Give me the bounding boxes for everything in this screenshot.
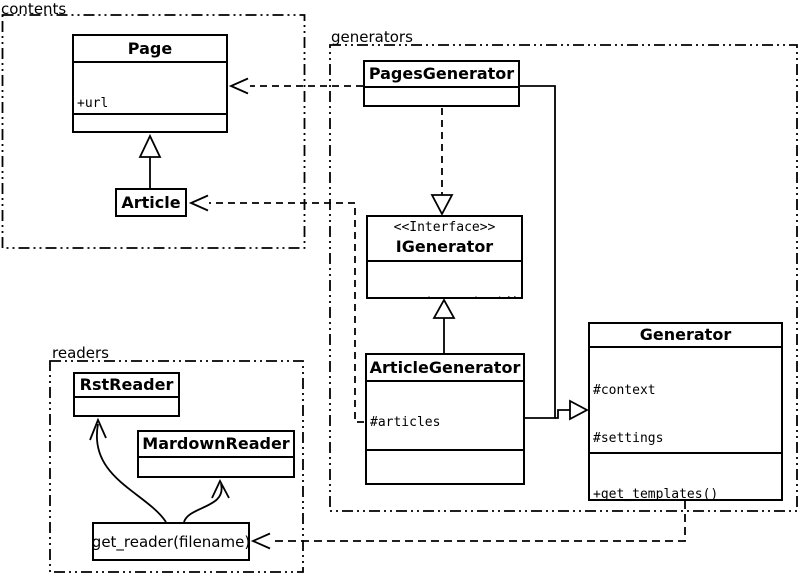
class-box-article: Article bbox=[115, 188, 187, 217]
attribute-row: #articles bbox=[370, 415, 441, 430]
igenerator-header: <<Interface>> IGenerator bbox=[368, 217, 521, 260]
articlegenerator-methods: +generate_feeds() +generate_pages() bbox=[367, 449, 523, 485]
rstreader-methods: +read() bbox=[75, 396, 178, 416]
class-box-generator: Generator #context #settings #path #them… bbox=[588, 322, 783, 503]
class-name-page: Page bbox=[127, 39, 173, 58]
edge-articlegenerator-to-article bbox=[188, 194, 364, 423]
class-name-pagesgenerator: PagesGenerator bbox=[368, 64, 515, 83]
attribute-row: +url bbox=[77, 96, 109, 111]
page-methods: +check_properties() bbox=[74, 113, 226, 133]
method-row: +generate_context() bbox=[371, 295, 520, 298]
edge-getreader-to-mardownreader bbox=[183, 478, 230, 523]
edge-getreader-to-rstreader bbox=[89, 417, 167, 523]
class-box-rstreader: RstReader +read() bbox=[73, 372, 180, 417]
class-box-igenerator: <<Interface>> IGenerator +generate_conte… bbox=[366, 215, 523, 299]
generator-attributes: #context #settings #path #theme #output_… bbox=[590, 346, 781, 452]
class-box-pagesgenerator: PagesGenerator #pages bbox=[363, 60, 520, 107]
class-box-mardownreader: MardownReader +read() bbox=[137, 430, 295, 478]
edge-pagesgenerator-to-page bbox=[228, 77, 363, 95]
method-row: +generate_feeds() bbox=[370, 484, 521, 485]
attribute-row: #settings bbox=[593, 431, 664, 446]
class-box-articlegenerator: ArticleGenerator #articles #dates #tags … bbox=[365, 353, 525, 485]
edge-generator-to-getreader bbox=[250, 501, 686, 550]
method-row: +get_templates() bbox=[593, 487, 719, 502]
class-name-igenerator: IGenerator bbox=[395, 237, 494, 256]
articlegenerator-attributes: #articles #dates #tags #categories bbox=[367, 380, 523, 449]
class-name-articlegenerator: ArticleGenerator bbox=[369, 358, 521, 377]
contents-package-label: contents bbox=[1, 0, 67, 18]
get-reader-label: get_reader(filename) bbox=[91, 532, 251, 551]
edge-generators-to-generator bbox=[520, 85, 589, 421]
edge-pagesgenerator-to-igenerator bbox=[430, 108, 454, 216]
mardownreader-methods: +read() bbox=[139, 456, 293, 477]
generators-package-frame bbox=[329, 44, 798, 512]
generators-package-label: generators bbox=[331, 28, 413, 46]
readers-package-frame bbox=[49, 360, 304, 573]
class-name-mardownreader: MardownReader bbox=[142, 434, 290, 453]
igenerator-methods: +generate_context() +generate_output() bbox=[368, 260, 521, 298]
edge-articlegenerator-to-igenerator bbox=[432, 298, 456, 353]
generator-methods: +get_templates() +get_files(path,exclude… bbox=[590, 452, 781, 503]
page-attributes: +url +slug +summary bbox=[74, 61, 226, 113]
attribute-row: #context bbox=[593, 383, 656, 398]
igenerator-stereotype: <<Interface>> bbox=[393, 220, 496, 235]
class-name-article: Article bbox=[121, 193, 181, 212]
class-name-generator: Generator bbox=[639, 325, 732, 344]
class-name-rstreader: RstReader bbox=[79, 375, 174, 394]
edge-article-to-page bbox=[138, 133, 162, 188]
class-box-page: Page +url +slug +summary +check_properti… bbox=[72, 34, 228, 133]
contents-package-frame bbox=[1, 14, 306, 249]
readers-package-label: readers bbox=[52, 344, 109, 362]
node-get-reader: get_reader(filename) bbox=[92, 522, 250, 561]
pagesgenerator-attributes: #pages bbox=[365, 86, 518, 106]
